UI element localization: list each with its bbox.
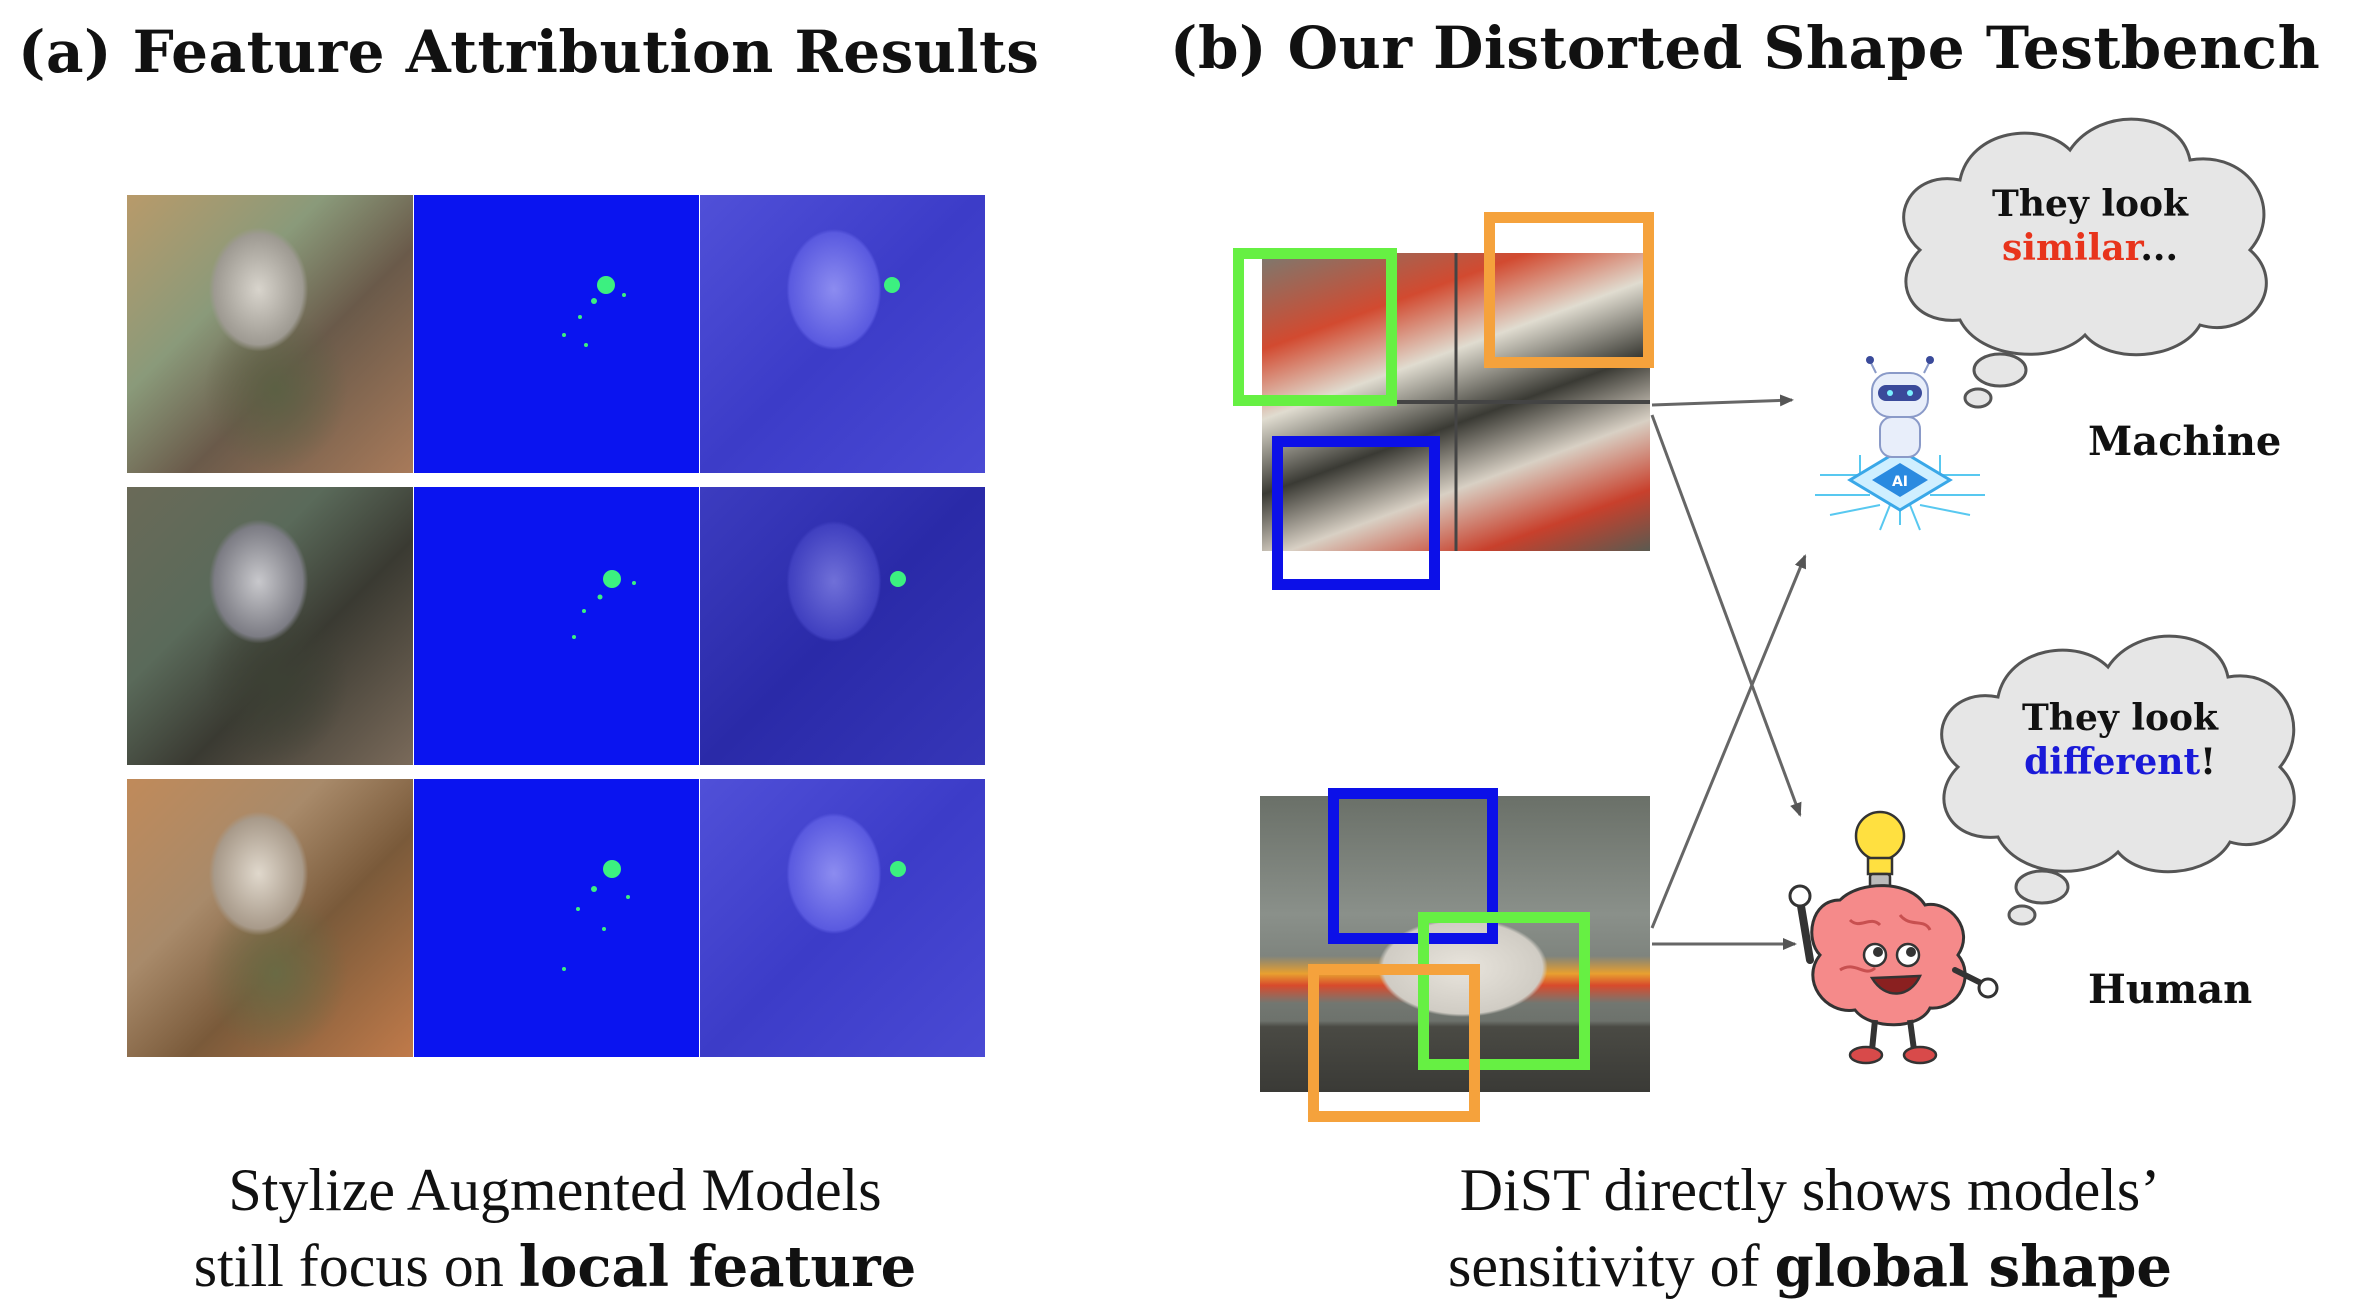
brain-mascot-icon	[1788, 884, 1999, 1065]
attribution-map-2	[414, 487, 699, 765]
machine-thought-cloud	[1902, 117, 2268, 409]
attribution-overlay-3	[700, 779, 985, 1057]
human-thought-text: They look different!	[2022, 697, 2218, 783]
svg-text:AI: AI	[1892, 474, 1908, 490]
attribution-grid	[127, 195, 985, 1057]
machine-thought-text: They look similar...	[1992, 183, 2188, 269]
arrow-distorted-to-human	[1650, 414, 1802, 817]
owl-stylized-image-3	[127, 779, 413, 1057]
attribution-map-3	[414, 779, 699, 1057]
green-patch-box-original	[1418, 912, 1590, 1070]
blue-patch-box-distorted	[1272, 436, 1440, 590]
panel-b-caption: DiST directly shows models’ sensitivity …	[1300, 1152, 2320, 1305]
panel-b-caption-line2: sensitivity of global shape	[1448, 1233, 2172, 1300]
human-thought-word: different	[2024, 741, 2201, 783]
owl-stylized-image-2	[127, 487, 413, 765]
robot-chip-icon: AI	[1815, 356, 1985, 531]
panel-a-caption: Stylize Augmented Models still focus on …	[60, 1152, 1050, 1305]
panel-b-title: (b) Our Distorted Shape Testbench	[1170, 14, 2321, 82]
human-label: Human	[2088, 966, 2253, 1013]
panel-a-caption-emphasis: local feature	[518, 1234, 917, 1300]
human-thought-cloud	[1940, 634, 2296, 926]
attribution-overlay-2	[700, 487, 985, 765]
machine-label: Machine	[2088, 418, 2282, 465]
blue-patch-box-original	[1328, 788, 1498, 944]
green-patch-box-distorted	[1233, 248, 1397, 406]
owl-stylized-image-1	[127, 195, 413, 473]
panel-a-caption-line2: still focus on local feature	[193, 1233, 917, 1300]
orange-patch-box-original	[1308, 964, 1480, 1122]
panel-a-title: (a) Feature Attribution Results	[18, 18, 1040, 86]
panel-b-caption-emphasis: global shape	[1774, 1234, 2172, 1300]
lightbulb-icon	[1854, 810, 1906, 890]
panel-a-caption-line1: Stylize Augmented Models	[228, 1157, 882, 1223]
machine-thought-word: similar	[2002, 227, 2141, 269]
panel-b-caption-line1: DiST directly shows models’	[1459, 1157, 2161, 1223]
arrow-original-to-machine	[1650, 554, 1807, 929]
arrow-distorted-to-machine	[1651, 394, 1794, 407]
attribution-overlay-1	[700, 195, 985, 473]
orange-patch-box-distorted	[1484, 212, 1654, 368]
attribution-map-1	[414, 195, 699, 473]
